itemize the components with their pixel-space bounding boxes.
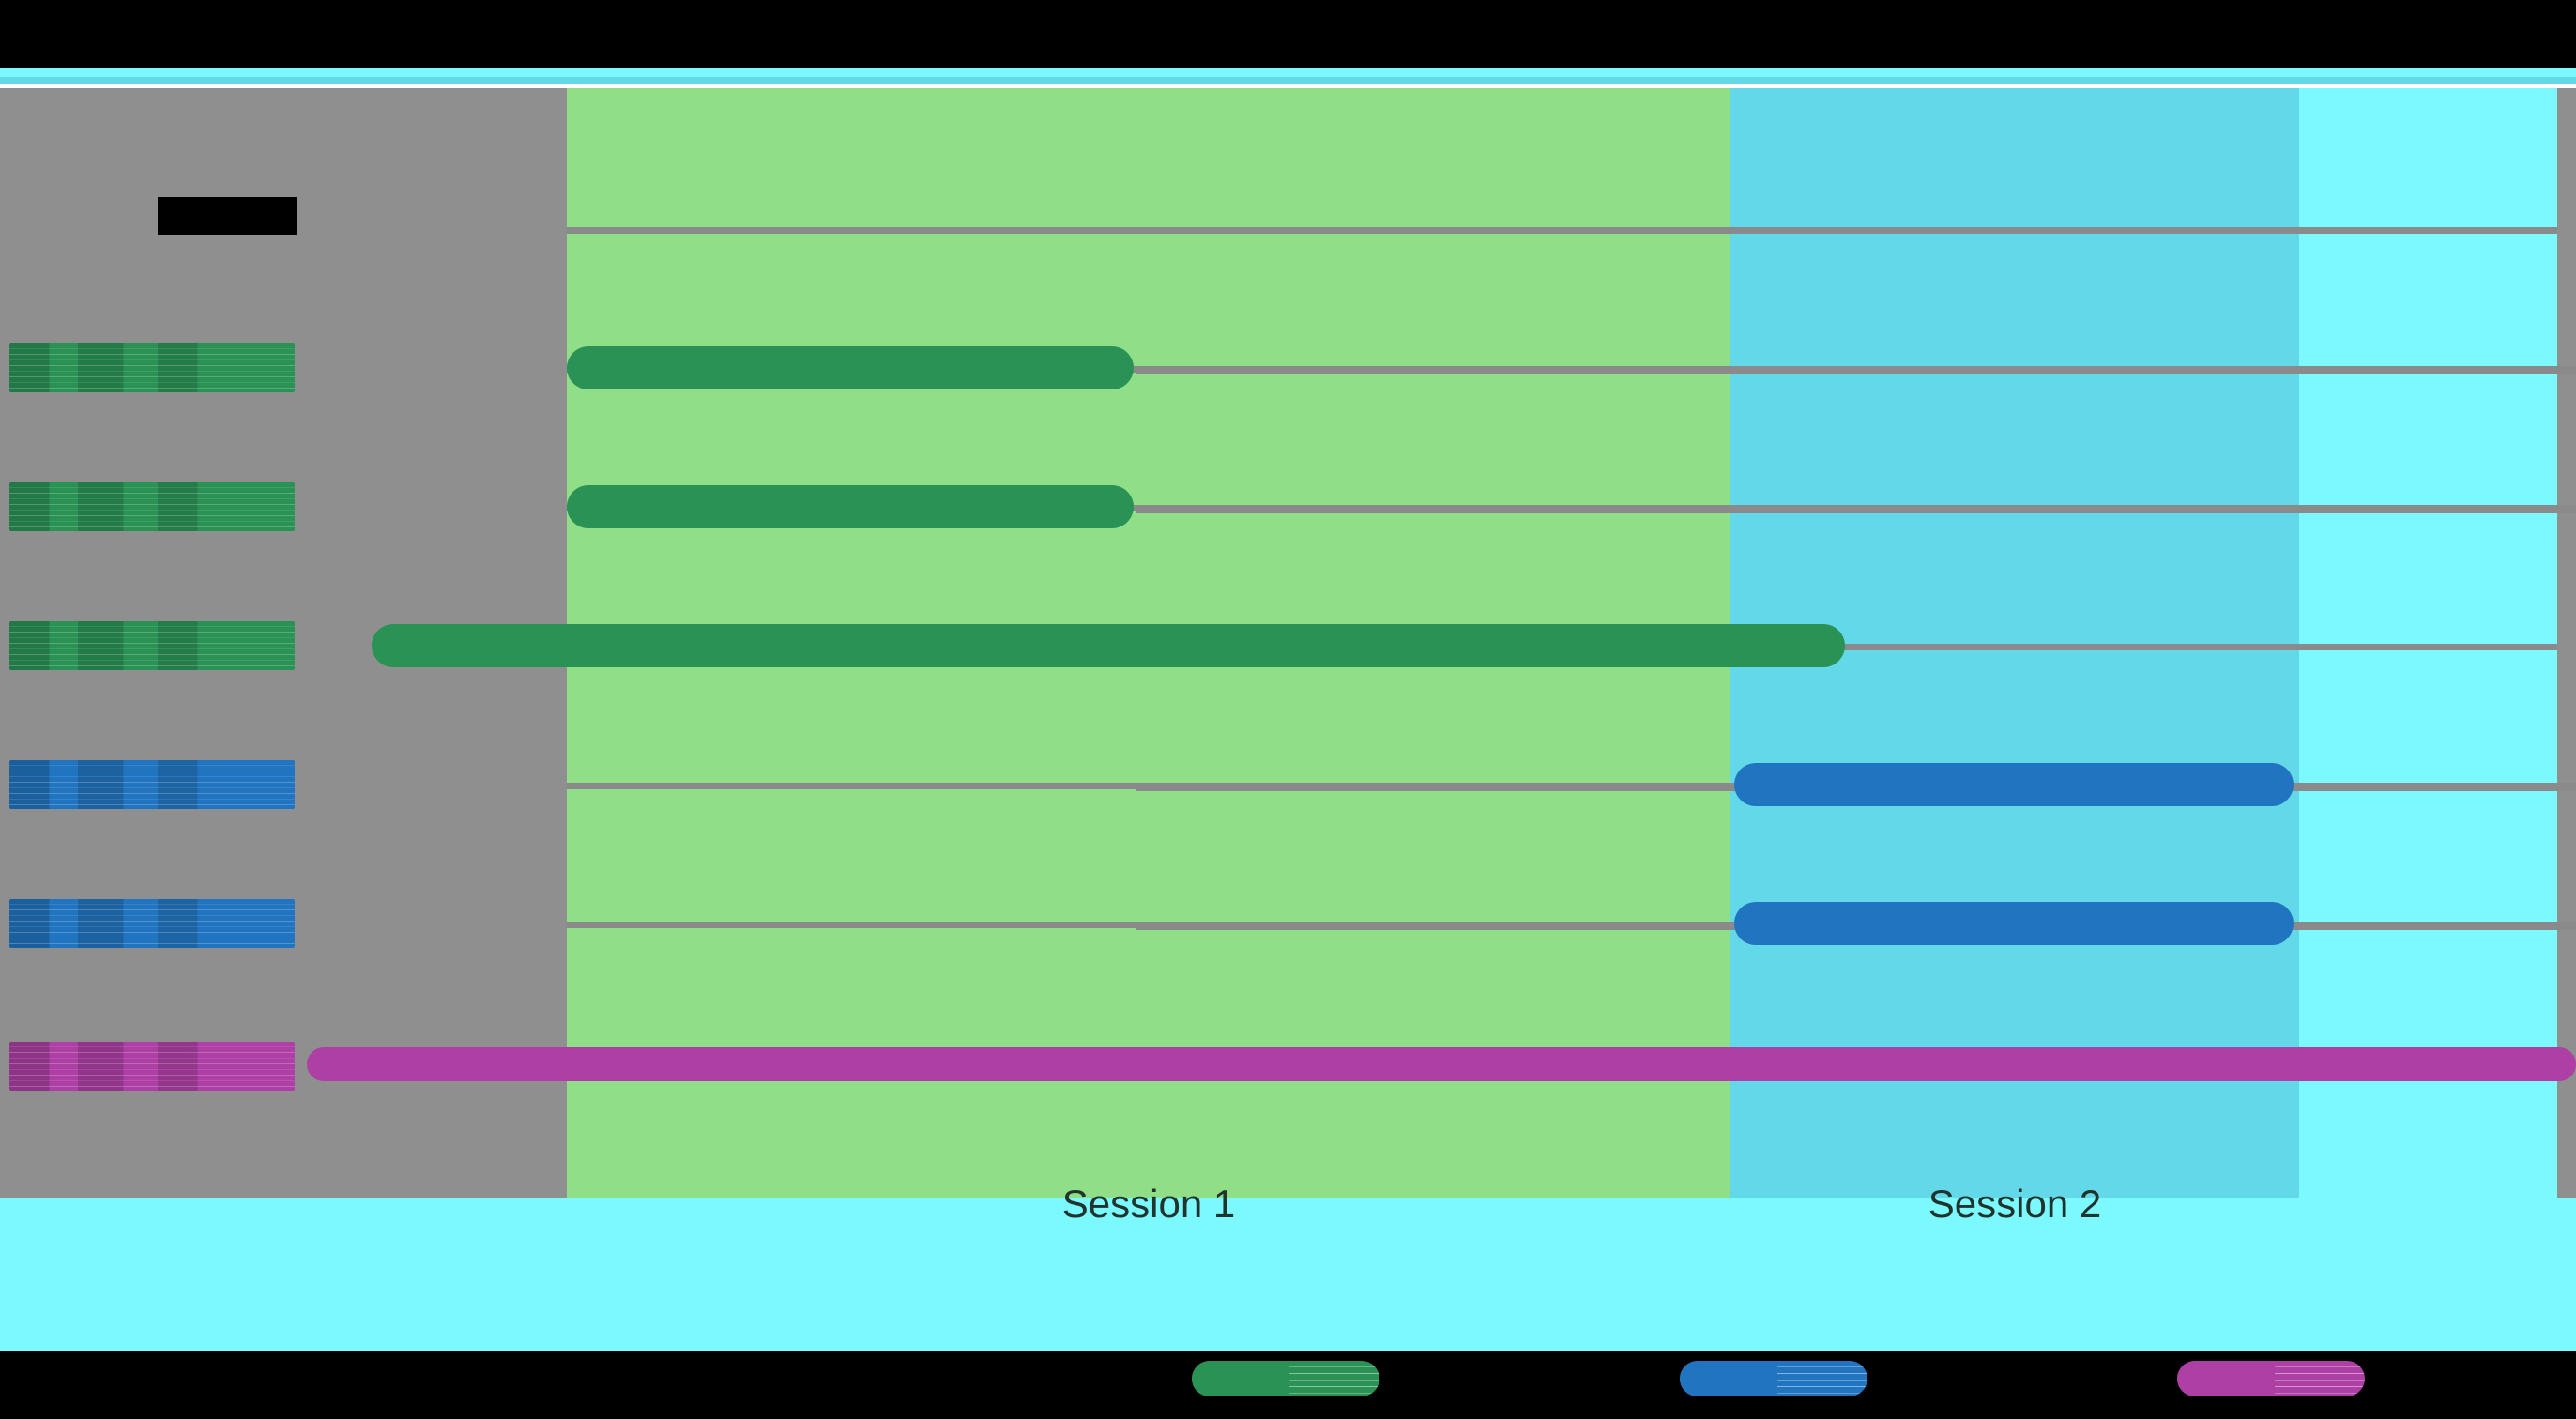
task-bar-dataset-a2[interactable] — [567, 485, 1134, 528]
legend-swatch-solid-green — [1192, 1361, 1289, 1396]
track-segment-row-2 — [1136, 505, 2576, 513]
label-glyph-mask-a3 — [9, 621, 295, 670]
legend-swatch-solid-magenta — [2177, 1361, 2275, 1396]
session-2-caption: Session 2 — [1730, 1162, 2299, 1246]
legend-swatch-blue — [1680, 1361, 1867, 1396]
label-scanline-overlay-c1 — [9, 1042, 295, 1091]
label-glyph-mask-a2 — [9, 482, 295, 531]
row-label-dataset-a3[interactable]: DataSet A3 — [9, 621, 295, 670]
cyan-strip-outer — [0, 68, 2576, 77]
row-label-dataset-a2[interactable]: DataSet A2 — [9, 482, 295, 531]
label-scanline-overlay-b2 — [9, 899, 295, 948]
task-bar-dataset-c1[interactable] — [307, 1047, 2576, 1081]
gridline-row-0 — [567, 227, 2557, 234]
row-label-dataset-b1[interactable]: DataSet B1 — [9, 760, 295, 809]
session-2-caption-text: Session 2 — [1928, 1182, 2102, 1226]
task-bar-dataset-a3[interactable] — [372, 624, 1845, 667]
session-band-3 — [2299, 88, 2557, 1198]
label-scanline-overlay-a2 — [9, 482, 295, 531]
chart-legend — [0, 1351, 2576, 1419]
task-bar-dataset-b2[interactable] — [1734, 902, 2294, 945]
legend-swatch-solid-blue — [1680, 1361, 1777, 1396]
row-label-dataset-b2[interactable]: DataSet B2 — [9, 899, 295, 948]
top-black-bar — [0, 0, 2576, 68]
label-glyph-mask-a1 — [9, 343, 295, 392]
figure-surface: DataSet A1 DataSet A2 DataSet A3 DataSet… — [0, 88, 2576, 1419]
chart-title-redacted — [158, 197, 297, 235]
legend-item-green[interactable] — [1192, 1357, 1393, 1400]
label-scanline-overlay-a3 — [9, 621, 295, 670]
row-label-dataset-a1[interactable]: DataSet A1 — [9, 343, 295, 392]
plot-area: DataSet A1 DataSet A2 DataSet A3 DataSet… — [0, 88, 2576, 1198]
session-1-caption: Session 1 — [567, 1162, 1730, 1246]
legend-item-blue[interactable] — [1680, 1357, 1881, 1400]
label-scanline-overlay-a1 — [9, 343, 295, 392]
white-divider-line — [0, 84, 2576, 88]
teal-strip-inner — [0, 77, 2576, 84]
label-glyph-mask-b1 — [9, 760, 295, 809]
task-bar-dataset-a1[interactable] — [567, 346, 1134, 389]
legend-item-magenta[interactable] — [2177, 1357, 2378, 1400]
label-glyph-mask-b2 — [9, 899, 295, 948]
label-scanline-overlay-b1 — [9, 760, 295, 809]
legend-swatch-green — [1192, 1361, 1379, 1396]
session-1-caption-text: Session 1 — [1061, 1182, 1236, 1226]
legend-swatch-magenta — [2177, 1361, 2365, 1396]
task-bar-dataset-b1[interactable] — [1734, 763, 2294, 806]
track-segment-row-1 — [1136, 366, 2576, 374]
row-label-dataset-c1[interactable]: DataSet C1 — [9, 1042, 295, 1091]
label-glyph-mask-c1 — [9, 1042, 295, 1091]
